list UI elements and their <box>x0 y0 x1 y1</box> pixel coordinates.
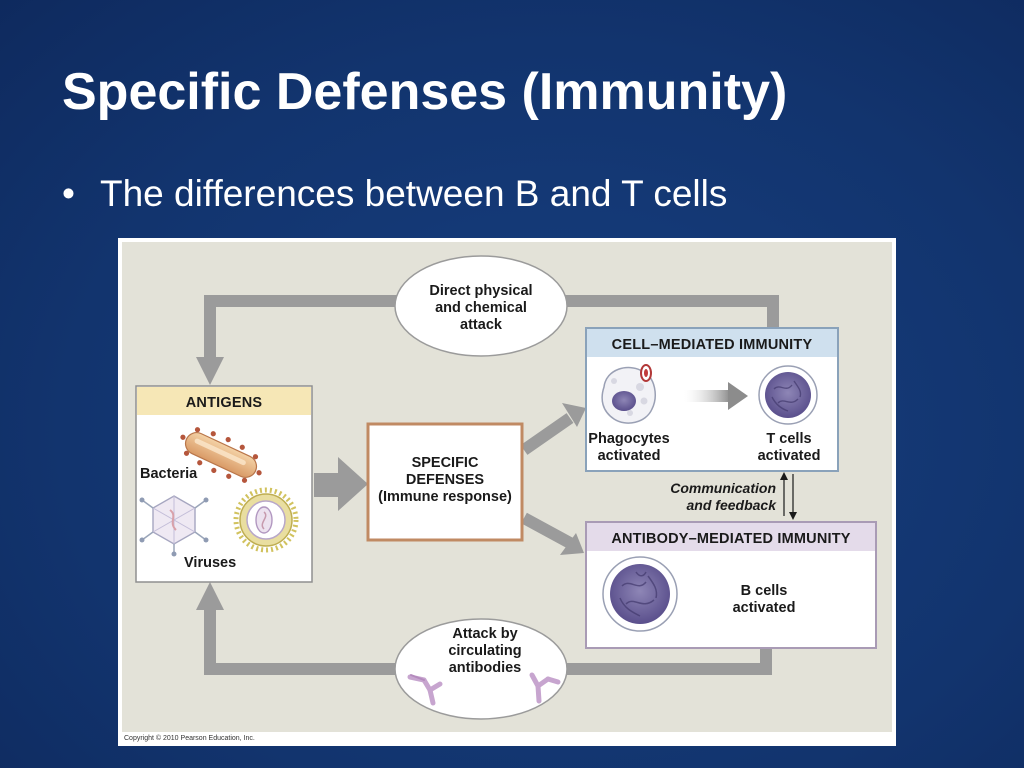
antigens-to-defenses-arrow <box>314 457 368 511</box>
bacteria-icon <box>180 427 262 483</box>
defenses-to-cell-mediated-arrow <box>520 403 586 455</box>
antibody-attack-line-3: antibodies <box>449 660 522 676</box>
t-cells-label-line-2: activated <box>758 448 821 464</box>
antibody-attack-ellipse: Attack by circulating antibodies <box>394 618 568 720</box>
phagocytes-label-line-1: Phagocytes <box>588 431 669 447</box>
t-cells-label-line-1: T cells <box>766 431 811 447</box>
communication-line-1: Communication <box>670 480 776 496</box>
viruses-label: Viruses <box>184 555 236 571</box>
antibody-mediated-header: ANTIBODY–MEDIATED IMMUNITY <box>611 531 850 547</box>
b-cells-label-line-1: B cells <box>741 583 788 599</box>
b-cell-icon <box>602 556 678 632</box>
copyright-text: Copyright © 2010 Pearson Education, Inc. <box>124 734 255 742</box>
antibody-icon-right <box>529 672 561 704</box>
phagocytes-label-line-2: activated <box>598 448 661 464</box>
communication-feedback: Communication and feedback <box>670 472 797 520</box>
bullet-text: The differences between B and T cells <box>100 173 728 214</box>
antibody-attack-line-2: circulating <box>448 643 521 659</box>
direct-attack-line-3: attack <box>460 317 503 333</box>
specific-defenses-box: SPECIFIC DEFENSES (Immune response) <box>366 422 524 542</box>
cell-mediated-header: CELL–MEDIATED IMMUNITY <box>612 337 813 353</box>
virus-icon-2 <box>233 487 299 553</box>
bullet-marker: • <box>62 173 75 214</box>
bacteria-label: Bacteria <box>140 466 198 482</box>
b-cells-label-line-2: activated <box>733 600 796 616</box>
direct-attack-line-1: Direct physical <box>429 283 532 299</box>
cell-mediated-box: CELL–MEDIATED IMMUNITY Phagocytes activa… <box>585 327 839 472</box>
direct-attack-line-2: and chemical <box>435 300 527 316</box>
specific-defenses-line-2: DEFENSES <box>406 472 484 488</box>
slide-title: Specific Defenses (Immunity) <box>62 63 788 121</box>
phagocyte-to-tcell-arrow <box>684 382 748 410</box>
virus-icon-1 <box>139 495 209 557</box>
immunity-figure: Direct physical and chemical attack Atta… <box>118 238 896 746</box>
specific-defenses-line-1: SPECIFIC <box>412 455 479 471</box>
direct-attack-ellipse: Direct physical and chemical attack <box>394 255 568 357</box>
defenses-to-antibody-mediated-arrow <box>521 512 584 555</box>
phagocyte-icon <box>601 364 656 424</box>
specific-defenses-line-3: (Immune response) <box>378 489 512 505</box>
bullet-point: • The differences between B and T cells <box>62 172 727 216</box>
antibody-icon-left <box>407 674 443 706</box>
antibody-mediated-box: ANTIBODY–MEDIATED IMMUNITY B cells activ… <box>585 521 877 649</box>
communication-line-2: and feedback <box>687 497 778 513</box>
antigens-box: ANTIGENS Bacteria <box>135 385 313 583</box>
t-cell-icon <box>758 365 818 425</box>
immunity-diagram: Direct physical and chemical attack Atta… <box>122 242 892 742</box>
antibody-attack-line-1: Attack by <box>452 626 517 642</box>
antigens-header: ANTIGENS <box>186 395 263 411</box>
